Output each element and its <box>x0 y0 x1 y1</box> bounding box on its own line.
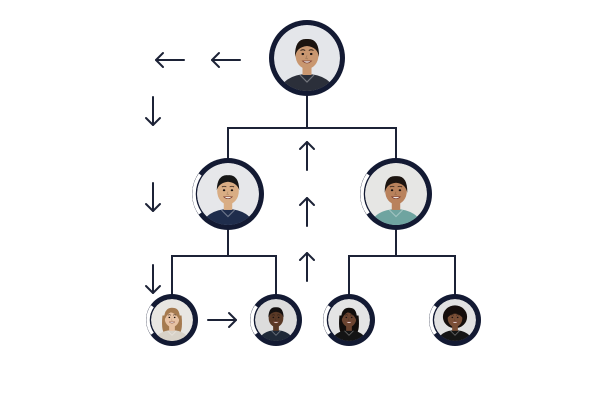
arrow-left-icon <box>155 52 185 68</box>
arrow-up-icon <box>299 141 315 171</box>
avatar-photo <box>197 163 259 225</box>
ring-gap <box>250 305 258 335</box>
person-node-top <box>269 20 345 96</box>
arrow-left-icon <box>211 52 241 68</box>
avatar-photo <box>434 299 476 341</box>
avatar-photo <box>274 25 340 91</box>
arrow-down-icon <box>145 264 161 294</box>
arrow-right-icon <box>207 312 237 328</box>
arrow-down-icon <box>145 96 161 126</box>
people-nodes <box>146 20 481 346</box>
avatar-photo <box>255 299 297 341</box>
hierarchy-connectors <box>171 95 456 295</box>
person-node-bottom-2 <box>250 294 302 346</box>
person-node-bottom-1 <box>146 294 198 346</box>
ring-gap <box>192 173 202 215</box>
ring-gap <box>429 305 437 335</box>
avatar-photo <box>328 299 370 341</box>
arrow-up-icon <box>299 252 315 282</box>
flow-arrows <box>145 52 315 328</box>
person-node-bottom-4 <box>429 294 481 346</box>
ring-gap <box>323 305 331 335</box>
arrow-down-icon <box>145 182 161 212</box>
person-node-mid-left <box>192 158 264 230</box>
person-node-mid-right <box>360 158 432 230</box>
arrow-up-icon <box>299 197 315 227</box>
ring-gap <box>360 173 370 215</box>
ring-gap <box>146 305 154 335</box>
avatar-photo <box>151 299 193 341</box>
avatar-photo <box>365 163 427 225</box>
person-node-bottom-3 <box>323 294 375 346</box>
